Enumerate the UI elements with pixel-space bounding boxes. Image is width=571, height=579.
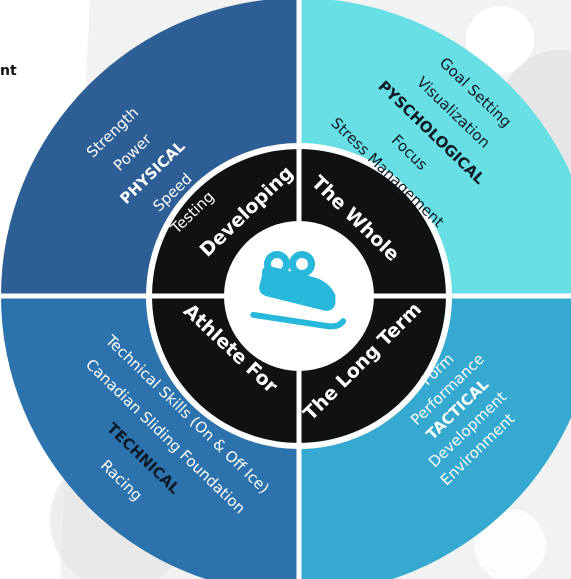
corner-text: nt <box>0 63 17 79</box>
bobsled-icon <box>250 251 347 330</box>
